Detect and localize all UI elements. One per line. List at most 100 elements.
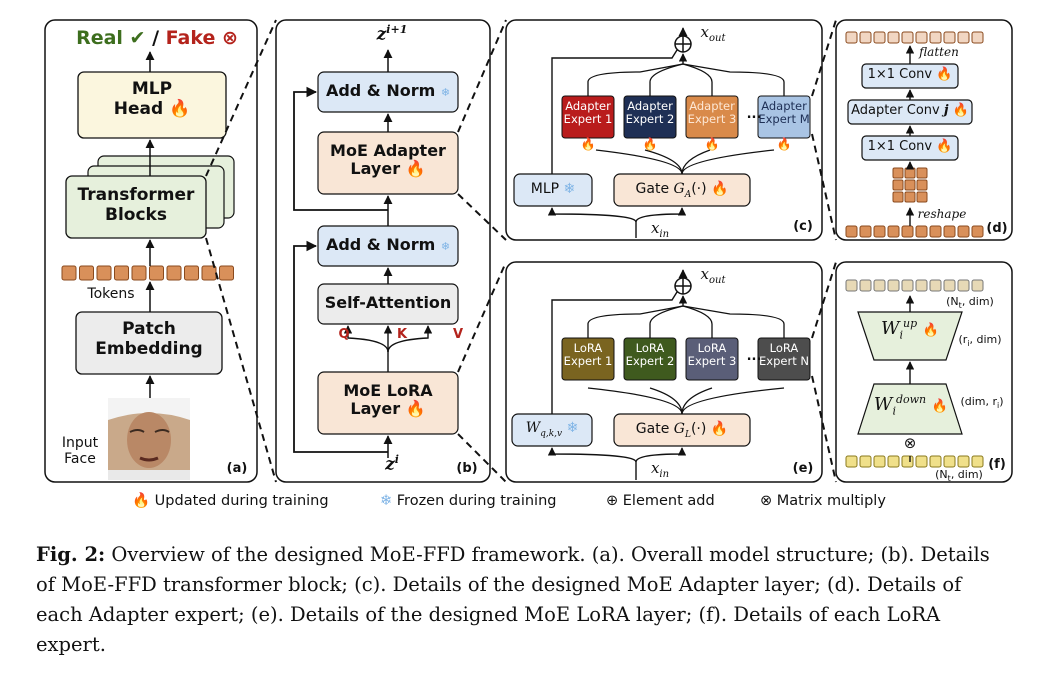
- z-top-label: zi+1: [376, 23, 408, 45]
- w-down-trapezoid: [857, 383, 963, 435]
- fire-icon: 🔥: [922, 323, 940, 338]
- mlp-head-box: [77, 71, 227, 139]
- token: [943, 225, 956, 238]
- snowflake-icon: ❄: [563, 181, 576, 197]
- fire-icon: 🔥: [936, 139, 953, 154]
- panel-f-frame: [835, 261, 1013, 483]
- w-up-label: Wiup 🔥: [880, 317, 940, 342]
- fire-icon: 🔥: [710, 421, 729, 437]
- token: [915, 455, 928, 468]
- w-down-label: Widown 🔥: [873, 393, 949, 418]
- token: [184, 265, 199, 281]
- token: [859, 31, 872, 44]
- token: [971, 31, 984, 44]
- token: [901, 31, 914, 44]
- w-down-dims: (dim, ri): [960, 395, 1004, 411]
- input-face-line2: Face: [64, 451, 96, 468]
- reshape-label: reshape: [917, 207, 967, 221]
- token: [131, 265, 147, 281]
- snowflake-icon: ❄: [440, 240, 451, 253]
- patch-embedding-box: [75, 311, 223, 375]
- token: [957, 31, 970, 44]
- patch-embedding-label: Patch Embedding: [76, 319, 222, 359]
- token: [892, 167, 904, 179]
- fire-icon: 🔥: [132, 493, 151, 509]
- reshape-grid: [892, 167, 928, 203]
- token: [943, 455, 956, 468]
- fire-icon: 🔥: [642, 137, 658, 151]
- fire-icon: 🔥: [169, 98, 191, 119]
- panel-b-tag: (b): [456, 461, 478, 476]
- legend-updated: 🔥 Updated during training: [132, 493, 329, 509]
- fire-icon: 🔥: [711, 181, 729, 197]
- gate-a-label: Gate GA(·) 🔥: [635, 181, 729, 200]
- figure: Real ✔ / Fake ⊗ MLP Head 🔥 Transformer B…: [44, 19, 1013, 509]
- fire-icon: 🔥: [405, 159, 426, 179]
- token: [916, 179, 928, 191]
- ellipsis-e: ...: [746, 349, 762, 364]
- token: [901, 225, 914, 238]
- token: [845, 225, 858, 238]
- v-label: V: [452, 327, 464, 342]
- panel-d-tag: (d): [986, 221, 1008, 236]
- conv-bottom-label: 1×1 Conv 🔥: [867, 139, 953, 154]
- transformer-blocks-box: [65, 175, 207, 239]
- token: [901, 455, 914, 468]
- token: [929, 31, 942, 44]
- transformer-blocks-label: Transformer Blocks: [66, 185, 206, 225]
- fire-icon: 🔥: [776, 137, 792, 151]
- fire-icon: 🔥: [405, 399, 426, 419]
- token: [61, 265, 77, 281]
- x-out-c: xout: [700, 23, 726, 44]
- flatten-tokens: [845, 31, 984, 44]
- x-in-c: xin: [650, 219, 670, 240]
- token: [916, 191, 928, 203]
- x-in-e: xin: [650, 459, 670, 480]
- tokens-row: [61, 265, 234, 281]
- token: [916, 167, 928, 179]
- self-attention-label: Self-Attention: [324, 293, 452, 312]
- fake-label: Fake: [165, 27, 216, 49]
- token: [96, 265, 112, 281]
- mlp-box: [513, 173, 593, 207]
- mlp-head-label: MLP Head 🔥: [78, 79, 226, 119]
- check-icon: ✔: [122, 27, 146, 49]
- token: [887, 279, 900, 292]
- conv-top-label: 1×1 Conv 🔥: [867, 67, 953, 82]
- token: [929, 455, 942, 468]
- tokens-label: Tokens: [87, 286, 135, 302]
- fire-icon: 🔥: [704, 137, 720, 151]
- input-face-image: [108, 398, 190, 480]
- token: [943, 31, 956, 44]
- snowflake-icon: ❄: [566, 420, 579, 436]
- matrix-multiply-node: ⊗: [900, 434, 920, 453]
- adapter-experts: [561, 95, 811, 139]
- q-label: Q: [338, 327, 350, 342]
- token: [845, 279, 858, 292]
- token: [859, 225, 872, 238]
- token: [845, 455, 858, 468]
- token: [957, 225, 970, 238]
- token: [929, 279, 942, 292]
- matrix-multiply-icon: ⊗: [760, 493, 773, 509]
- patch-line1: Patch: [122, 319, 176, 339]
- input-face-line1: Input: [61, 435, 99, 451]
- token: [859, 279, 872, 292]
- mlp-label: MLP ❄: [530, 181, 576, 197]
- token: [873, 279, 886, 292]
- token: [114, 265, 129, 281]
- token: [873, 225, 886, 238]
- caption-text: Overview of the designed MoE-FFD framewo…: [36, 543, 990, 656]
- element-add-icon: ⊕: [606, 493, 619, 509]
- panel-b-frame: [275, 19, 491, 483]
- legend-add: ⊕ Element add: [606, 493, 715, 509]
- token: [859, 455, 872, 468]
- input-face-label: Input Face: [52, 435, 108, 467]
- token: [149, 265, 164, 281]
- token: [971, 225, 984, 238]
- panel-e-frame: [505, 261, 823, 483]
